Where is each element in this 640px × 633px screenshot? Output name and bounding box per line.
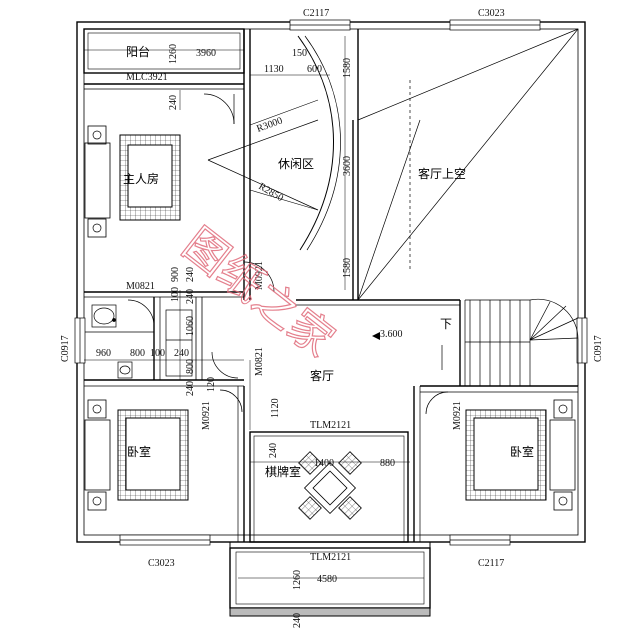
dim-240-a: 240 xyxy=(168,95,179,110)
room-living-void: 客厅上空 xyxy=(418,166,466,181)
dim-240-c: 240 xyxy=(185,289,196,304)
dim-240-f: 240 xyxy=(268,443,279,458)
label-mlc3921: MLC3921 xyxy=(126,72,168,83)
label-c2117-top: C2117 xyxy=(303,8,329,19)
bed-left xyxy=(84,399,189,511)
leisure-curve xyxy=(249,35,341,251)
dim-1580-bottom: 1580 xyxy=(342,258,353,278)
radius-r3000: R3000 xyxy=(255,115,284,134)
dim-3960: 3960 xyxy=(196,48,216,59)
bathroom-fixtures xyxy=(91,304,133,379)
staircase xyxy=(441,298,579,386)
opening-labels: C2117 C3023 MLC3921 M0821 M0921 M0821 M0… xyxy=(60,8,604,569)
label-m0921-b: M0921 xyxy=(201,401,212,430)
room-living-room: 客厅 xyxy=(310,368,334,383)
dim-150: 150 xyxy=(292,48,307,59)
dim-800-b: 800 xyxy=(185,359,196,374)
bed-right xyxy=(465,399,576,511)
label-c3023-top: C3023 xyxy=(478,8,505,19)
label-c3023-bottom: C3023 xyxy=(148,558,175,569)
dim-1130: 1130 xyxy=(264,64,284,75)
room-balcony: 阳台 xyxy=(126,44,150,59)
void-diagonals xyxy=(207,28,579,301)
dim-1260-balcony: 1260 xyxy=(168,44,179,64)
dim-240-e: 240 xyxy=(185,381,196,396)
label-c2117-bottom: C2117 xyxy=(478,558,504,569)
label-m0921-a: M0921 xyxy=(254,261,265,290)
bottom-balcony xyxy=(229,542,431,617)
dim-1060: 1060 xyxy=(185,316,196,336)
room-labels: 阳台 主人房 休闲区 客厅上空 客厅 卧室 卧室 棋牌室 xyxy=(123,44,534,479)
dim-960: 960 xyxy=(96,348,111,359)
room-bedroom-right: 卧室 xyxy=(510,444,534,459)
dimension-labels: 1260 3960 240 1130 600 150 1580 3600 158… xyxy=(96,44,395,628)
dim-4580: 4580 xyxy=(317,574,337,585)
chess-table xyxy=(298,451,362,520)
room-master-bedroom: 主人房 xyxy=(123,171,159,186)
dim-240-b: 240 xyxy=(185,267,196,282)
label-c0917-right: C0917 xyxy=(593,335,604,362)
dim-120: 120 xyxy=(206,377,217,392)
watermark: 图纸之家 xyxy=(173,218,343,367)
dim-100-b: 100 xyxy=(150,348,165,359)
windows xyxy=(74,19,588,546)
dim-3600: 3600 xyxy=(342,156,353,176)
interior-walls xyxy=(83,28,578,543)
room-bedroom-left: 卧室 xyxy=(127,444,151,459)
dim-880: 880 xyxy=(380,458,395,469)
label-m0821-b: M0821 xyxy=(254,347,265,376)
stair-down-label: 下 xyxy=(440,317,452,331)
radius-r2850: R2850 xyxy=(257,181,286,204)
doors xyxy=(127,93,449,415)
label-c0917-left: C0917 xyxy=(60,335,71,362)
room-chess-room: 棋牌室 xyxy=(265,464,301,479)
dim-1260-bottom: 1260 xyxy=(292,570,303,590)
dim-900: 900 xyxy=(170,267,181,282)
dim-1120: 1120 xyxy=(270,398,281,418)
dim-800-a: 800 xyxy=(130,348,145,359)
dim-1400: 1400 xyxy=(314,458,334,469)
floor-level: 3.600 xyxy=(380,329,403,340)
room-leisure-area: 休闲区 xyxy=(278,157,314,171)
dim-600: 600 xyxy=(307,64,322,75)
label-m0821-a: M0821 xyxy=(126,281,155,292)
dimension-lines xyxy=(84,36,424,579)
level-marker-icon xyxy=(372,332,380,340)
label-tlm2121-bottom: TLM2121 xyxy=(310,552,351,563)
dim-240-d: 240 xyxy=(174,348,189,359)
dim-100-a: 100 xyxy=(170,287,181,302)
bed-master xyxy=(84,125,181,238)
dim-1580-top: 1580 xyxy=(342,58,353,78)
label-tlm2121-top: TLM2121 xyxy=(310,420,351,431)
dim-240-g: 240 xyxy=(292,613,303,628)
label-m0921-c: M0921 xyxy=(452,401,463,430)
